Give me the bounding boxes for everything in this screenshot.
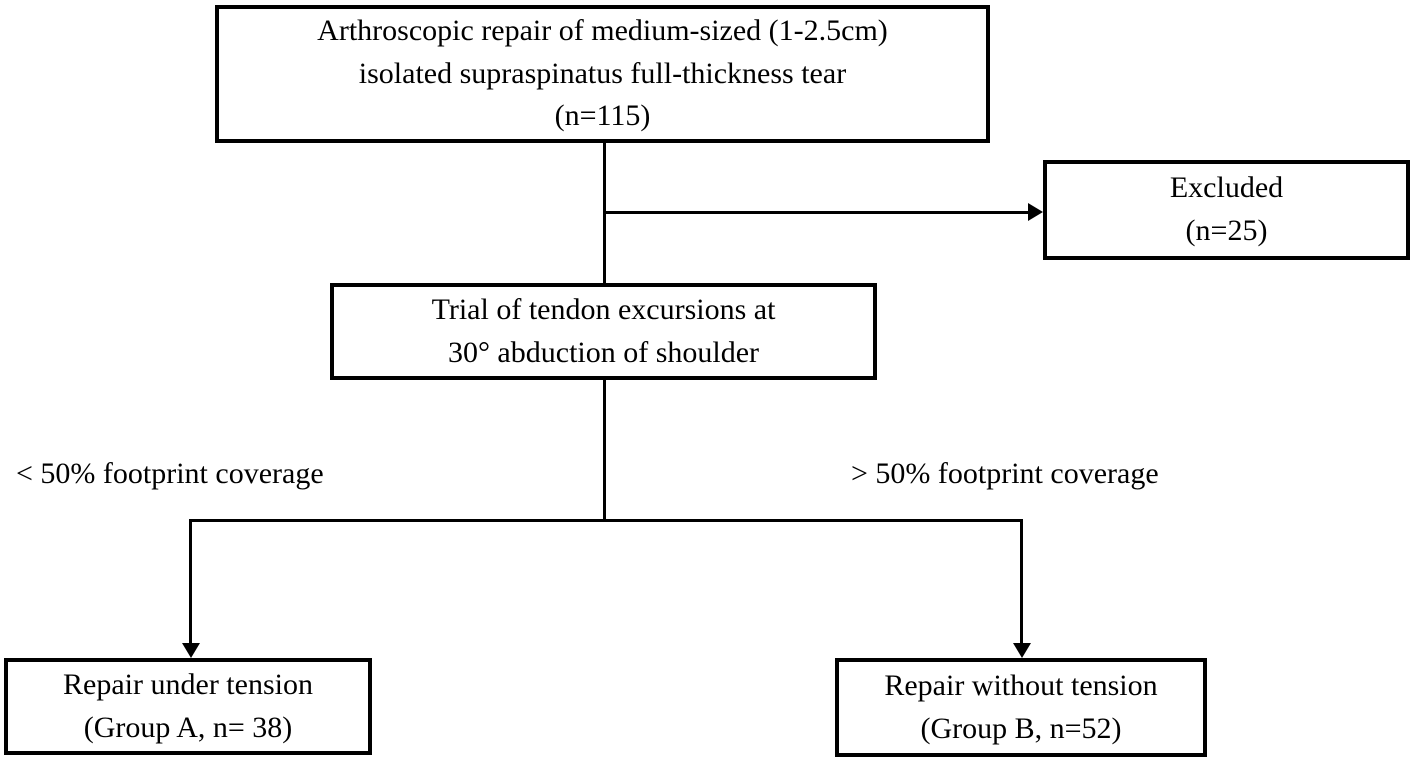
arrowhead-excluded-icon bbox=[1028, 203, 1043, 221]
node-group-b-line-1: Repair without tension bbox=[884, 668, 1158, 702]
node-arthroscopic-repair-line-1: Arthroscopic repair of medium-sized (1-2… bbox=[317, 14, 888, 48]
node-group-b-line-2: (Group B, n=52) bbox=[920, 711, 1122, 745]
edge-to-excluded bbox=[604, 211, 1030, 214]
node-repair-without-tension: Repair without tension (Group B, n=52) bbox=[835, 658, 1207, 757]
node-excluded-line-2: (n=25) bbox=[1185, 214, 1268, 247]
branch-label-under-50-percent: < 50% footprint coverage bbox=[16, 457, 324, 490]
node-excluded: Excluded (n=25) bbox=[1043, 160, 1410, 260]
node-arthroscopic-repair-line-2: isolated supraspinatus full-thickness te… bbox=[358, 56, 847, 90]
branch-label-over-50-percent: > 50% footprint coverage bbox=[851, 457, 1159, 490]
node-arthroscopic-repair-line-3: (n=115) bbox=[554, 99, 651, 133]
edge-branch-left-vertical bbox=[189, 519, 192, 645]
edge-trial-to-branch bbox=[603, 380, 606, 522]
node-trial-line-2: 30° abduction of shoulder bbox=[447, 335, 760, 369]
node-group-a-line-2: (Group A, n= 38) bbox=[83, 710, 293, 744]
arrowhead-group-a-icon bbox=[182, 643, 200, 658]
node-trial-tendon-excursions: Trial of tendon excursions at 30° abduct… bbox=[330, 283, 877, 380]
node-excluded-line-1: Excluded bbox=[1169, 171, 1284, 205]
node-arthroscopic-repair: Arthroscopic repair of medium-sized (1-2… bbox=[215, 5, 990, 143]
node-repair-under-tension: Repair under tension (Group A, n= 38) bbox=[4, 658, 372, 755]
edge-branch-right-vertical bbox=[1020, 519, 1023, 645]
node-group-a-line-1: Repair under tension bbox=[63, 667, 313, 701]
arrowhead-group-b-icon bbox=[1013, 643, 1031, 658]
node-trial-line-1: Trial of tendon excursions at bbox=[431, 292, 776, 326]
edge-branch-horizontal bbox=[189, 519, 1023, 522]
